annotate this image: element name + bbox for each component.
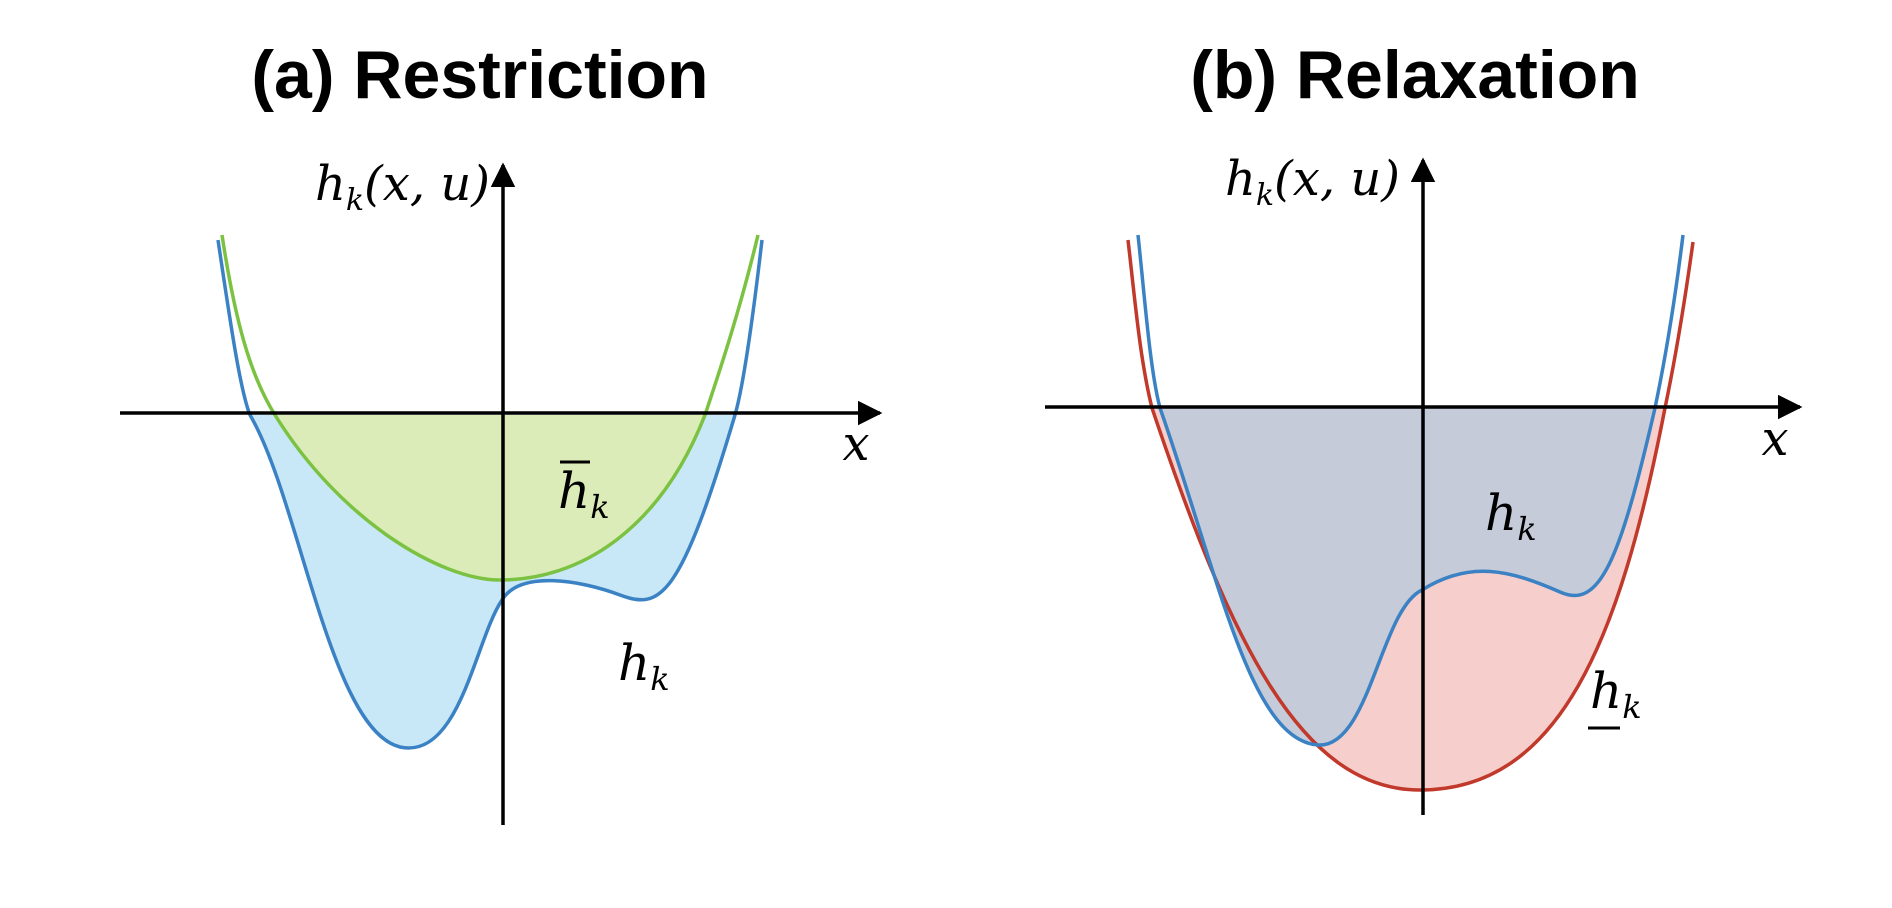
- panel-b-title: (b) Relaxation: [1190, 37, 1640, 113]
- panel-b-x-axis-label: x: [1761, 411, 1788, 467]
- panel-a-x-axis-label: x: [842, 416, 869, 472]
- panel-b-upper-label: hk: [1485, 484, 1537, 548]
- panel-b-upper-sub: k: [1517, 510, 1536, 548]
- panel-b-lower-sub: k: [1622, 688, 1641, 726]
- panel-b-y-sub: k: [1256, 178, 1274, 213]
- panel-b-lower-base: h: [1590, 662, 1622, 720]
- panel-a-upper-label: hk: [558, 462, 610, 526]
- panel-a-title: (a) Restriction: [251, 37, 708, 113]
- panel-a-h-bar-fill: [275, 415, 705, 580]
- panel-b-lower-label: hk: [1590, 662, 1642, 726]
- panel-b-overlap-fill: [1160, 408, 1655, 746]
- panel-b-upper-base: h: [1485, 484, 1517, 542]
- panel-a-lower-label: hk: [618, 634, 670, 698]
- panel-a-h-bar-curve: [220, 234, 760, 582]
- panel-a-y-sub: k: [346, 183, 364, 218]
- panel-b-h-k-curve: [1136, 234, 1685, 747]
- panel-b-y-axis-label: hk(x, u): [1225, 151, 1400, 213]
- panel-a-y-args: (x, u): [364, 156, 490, 212]
- panel-b-y-args: (x, u): [1274, 151, 1400, 207]
- panel-a-y-fn: h: [315, 156, 346, 212]
- panel-b: (b) Relaxation hk(x, u) x hk hk: [1045, 37, 1803, 815]
- panel-a-y-axis-label: hk(x, u): [315, 156, 490, 218]
- panel-a-lower-sub: k: [650, 660, 669, 698]
- panel-a-upper-base: h: [558, 462, 590, 520]
- panel-a-lower-base: h: [618, 634, 650, 692]
- panel-a: (a) Restriction hk(x, u) x hk hk: [120, 37, 883, 825]
- panel-a-h-k-curve: [216, 239, 764, 750]
- panel-b-y-fn: h: [1225, 151, 1256, 207]
- panel-a-upper-sub: k: [590, 488, 609, 526]
